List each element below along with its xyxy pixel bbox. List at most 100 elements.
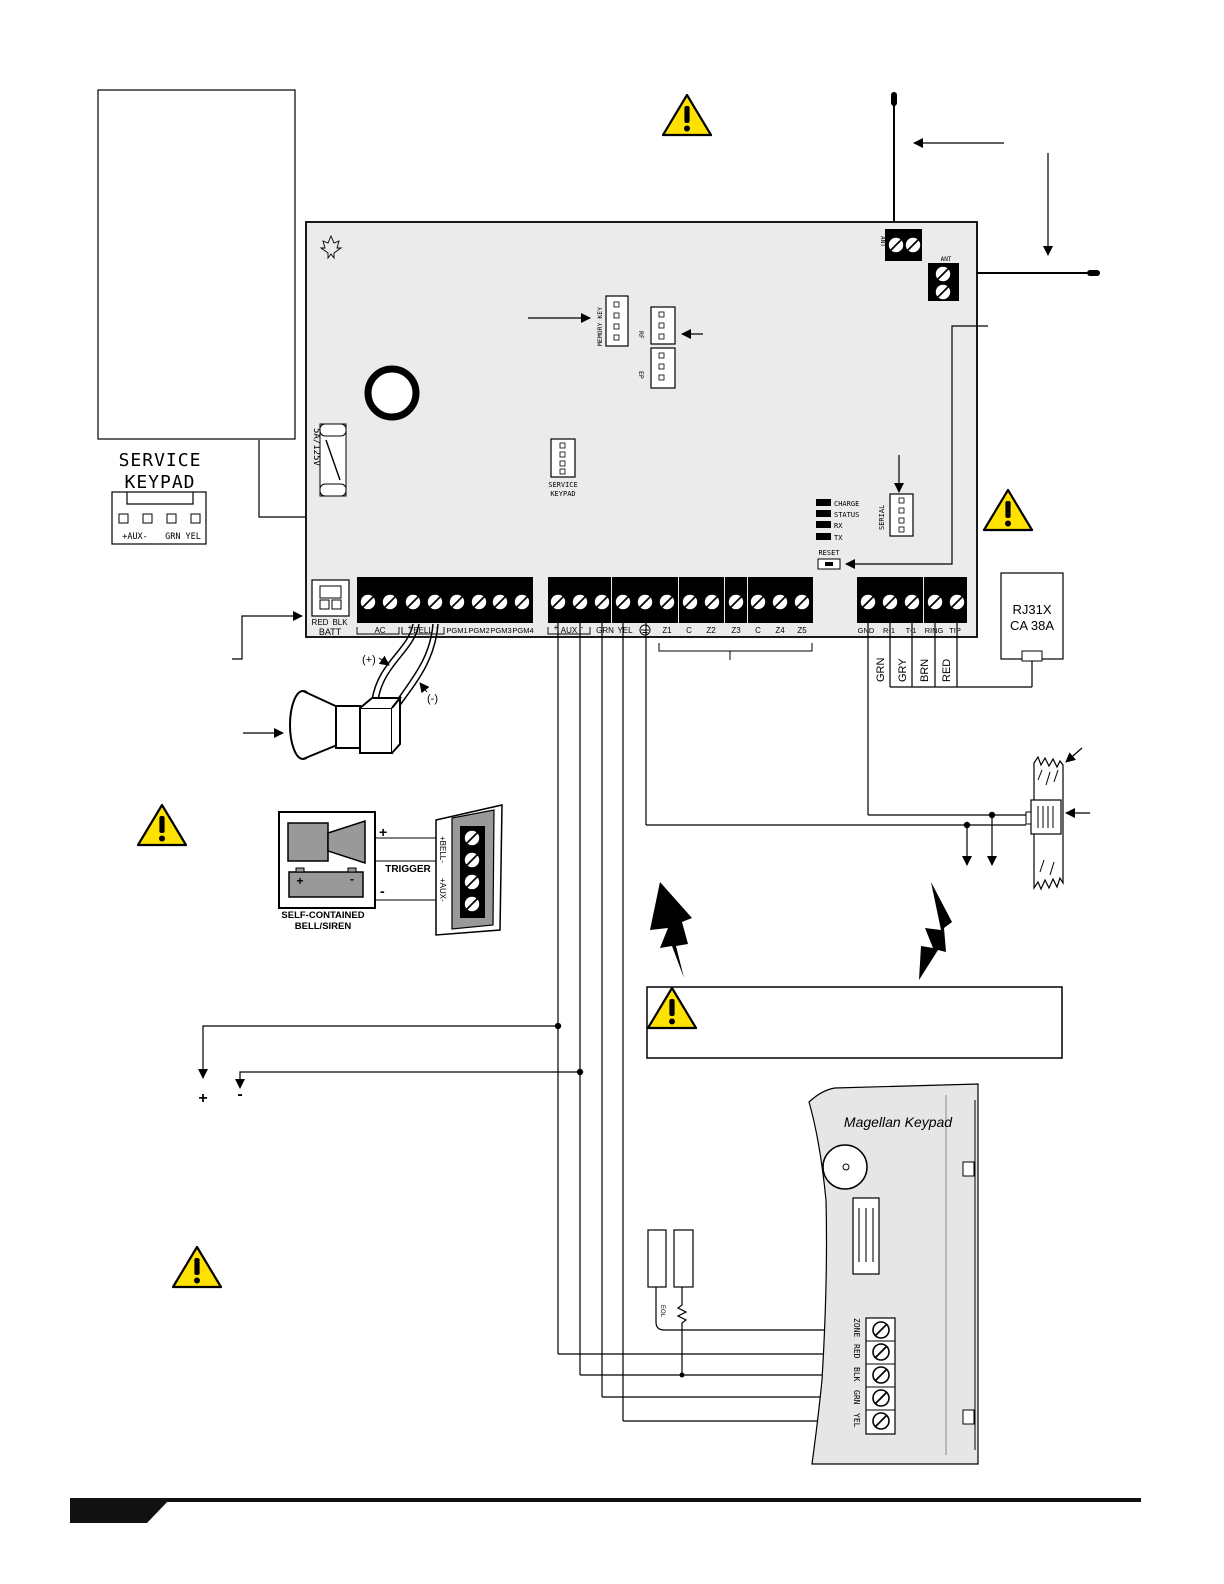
self-contained-plus: + (379, 824, 387, 840)
magellan-keypad-title: Magellan Keypad (844, 1114, 953, 1130)
zone-bracket (658, 643, 813, 660)
aux-power-plus: + (198, 1090, 207, 1107)
phone-jack-line2: CA 38A (1010, 618, 1054, 633)
ground-icon (639, 624, 651, 636)
terminal-z5: Z5 (797, 626, 807, 635)
service-keypad-title-line2: KEYPAD (124, 472, 195, 493)
terminal-r1: R-1 (883, 626, 895, 635)
closeup-aux-label: +AUX- (438, 878, 447, 902)
self-contained-minus: - (380, 883, 385, 899)
led-tx-label: TX (834, 534, 843, 542)
phone-wire-red: RED (941, 659, 953, 682)
magellan-terminal-blk: BLK (852, 1367, 861, 1382)
self-contained-caption-line2: BELL/SIREN (295, 921, 352, 932)
terminal-pgm1: PGM1 (446, 626, 467, 635)
self-contained-caption-line1: SELF-CONTAINED (281, 910, 364, 921)
antenna-horizontal (958, 270, 1100, 276)
siren-plus-label: (+) (362, 654, 376, 666)
reset-leader-line (845, 325, 988, 569)
terminal-aux: AUX (561, 626, 578, 635)
terminal-aux-plus: + (554, 623, 559, 632)
warning-icon (982, 488, 1034, 532)
terminal-c2: C (755, 626, 761, 635)
aux-power-minus: - (237, 1086, 242, 1103)
batt-blk-label: BLK (332, 618, 348, 627)
ground-wires (645, 623, 1026, 866)
magellan-terminal-grn: GRN (852, 1390, 861, 1405)
control-panel-board: ANT ANT MEMORY KEY RF EP 5A/125V (305, 221, 988, 638)
siren-minus-label: (-) (427, 693, 438, 705)
battery-leader-line (232, 611, 303, 660)
antenna-vertical (891, 92, 897, 228)
phone-wire-gry: GRY (897, 658, 909, 682)
phone-jack-line1: RJ31X (1012, 602, 1051, 617)
siren-horn (289, 623, 439, 760)
led-charge-label: CHARGE (834, 500, 859, 508)
lightning-warning-box (646, 986, 1063, 1059)
service-keypad-pins-right: GRN YEL (165, 532, 201, 542)
svg-text:-: - (350, 872, 354, 886)
ep-label: EP (637, 371, 645, 379)
board-service-keypad-line2: KEYPAD (550, 490, 575, 498)
earth-ground-rod (1025, 755, 1064, 891)
ant-label: ANT (879, 236, 886, 247)
terminal-pgm2: PGM2 (468, 626, 489, 635)
service-keypad-connector: SERVICE KEYPAD +AUX- GRN YEL (111, 450, 207, 545)
terminal-grn: GRN (596, 626, 614, 635)
lightning-icon (650, 882, 692, 978)
reset-label: RESET (818, 549, 840, 557)
led-rx-label: RX (834, 522, 843, 530)
phone-jack: RJ31X CA 38A (1000, 572, 1064, 662)
memory-key-label: MEMORY KEY (596, 307, 604, 346)
rf-label: RF (637, 331, 645, 339)
maple-leaf-icon (319, 234, 343, 260)
terminal-bell-plus: + (408, 623, 413, 632)
ant2-label: ANT (941, 256, 952, 263)
terminal-c1: C (686, 626, 692, 635)
batt-label: BATT (319, 627, 342, 637)
led-status-label: STATUS (834, 511, 859, 519)
bell-aux-terminal-closeup: +BELL- +AUX- (435, 804, 503, 936)
terminal-ac: AC (374, 626, 385, 635)
trigger-label: TRIGGER (385, 864, 431, 875)
board-service-keypad-line1: SERVICE (548, 481, 578, 489)
terminal-z3: Z3 (731, 626, 741, 635)
terminal-pgm3: PGM3 (490, 626, 511, 635)
batt-red-label: RED (312, 618, 329, 627)
fuse-label: 5A/125V (311, 428, 321, 467)
magellan-terminal-zone: ZONE (852, 1318, 861, 1337)
board-buzzer (364, 365, 420, 421)
warning-icon (136, 803, 188, 847)
warning-icon (661, 93, 713, 137)
lightning-icon (919, 882, 952, 980)
terminal-ring: RING (925, 626, 944, 635)
phone-wire-brn: BRN (919, 659, 931, 682)
serial-label: SERIAL (878, 505, 886, 530)
terminal-aux-minus: - (581, 623, 584, 632)
magellan-keypad: Magellan Keypad ZONE RED BLK GRN YEL (808, 1083, 979, 1465)
footer-bar (70, 1498, 1141, 1523)
ground-rod-arrow (1065, 747, 1083, 763)
service-keypad-pins-left: +AUX- (122, 532, 148, 542)
closeup-bell-label: +BELL- (438, 836, 447, 863)
left-text-panel (97, 89, 296, 440)
svg-text:+: + (296, 874, 303, 888)
magellan-terminal-yel: YEL (852, 1413, 861, 1428)
eol-resistor-label: EOL (659, 1305, 665, 1318)
terminal-t1: T-1 (906, 626, 917, 635)
warning-icon (171, 1245, 223, 1289)
magellan-terminal-red: RED (852, 1344, 861, 1359)
terminal-yel: YEL (617, 626, 633, 635)
terminal-z4: Z4 (775, 626, 785, 635)
terminal-tip: TIP (949, 626, 961, 635)
terminal-gnd: GND (858, 626, 875, 635)
terminal-z2: Z2 (706, 626, 716, 635)
door-contact: EOL (647, 1229, 866, 1378)
terminal-z1: Z1 (662, 626, 672, 635)
terminal-pgm4: PGM4 (512, 626, 533, 635)
service-keypad-title-line1: SERVICE (119, 450, 202, 471)
self-contained-siren: + - (278, 811, 376, 909)
phone-wires: GRN GRY BRN RED (867, 623, 1033, 815)
phone-wire-grn: GRN (875, 658, 887, 683)
